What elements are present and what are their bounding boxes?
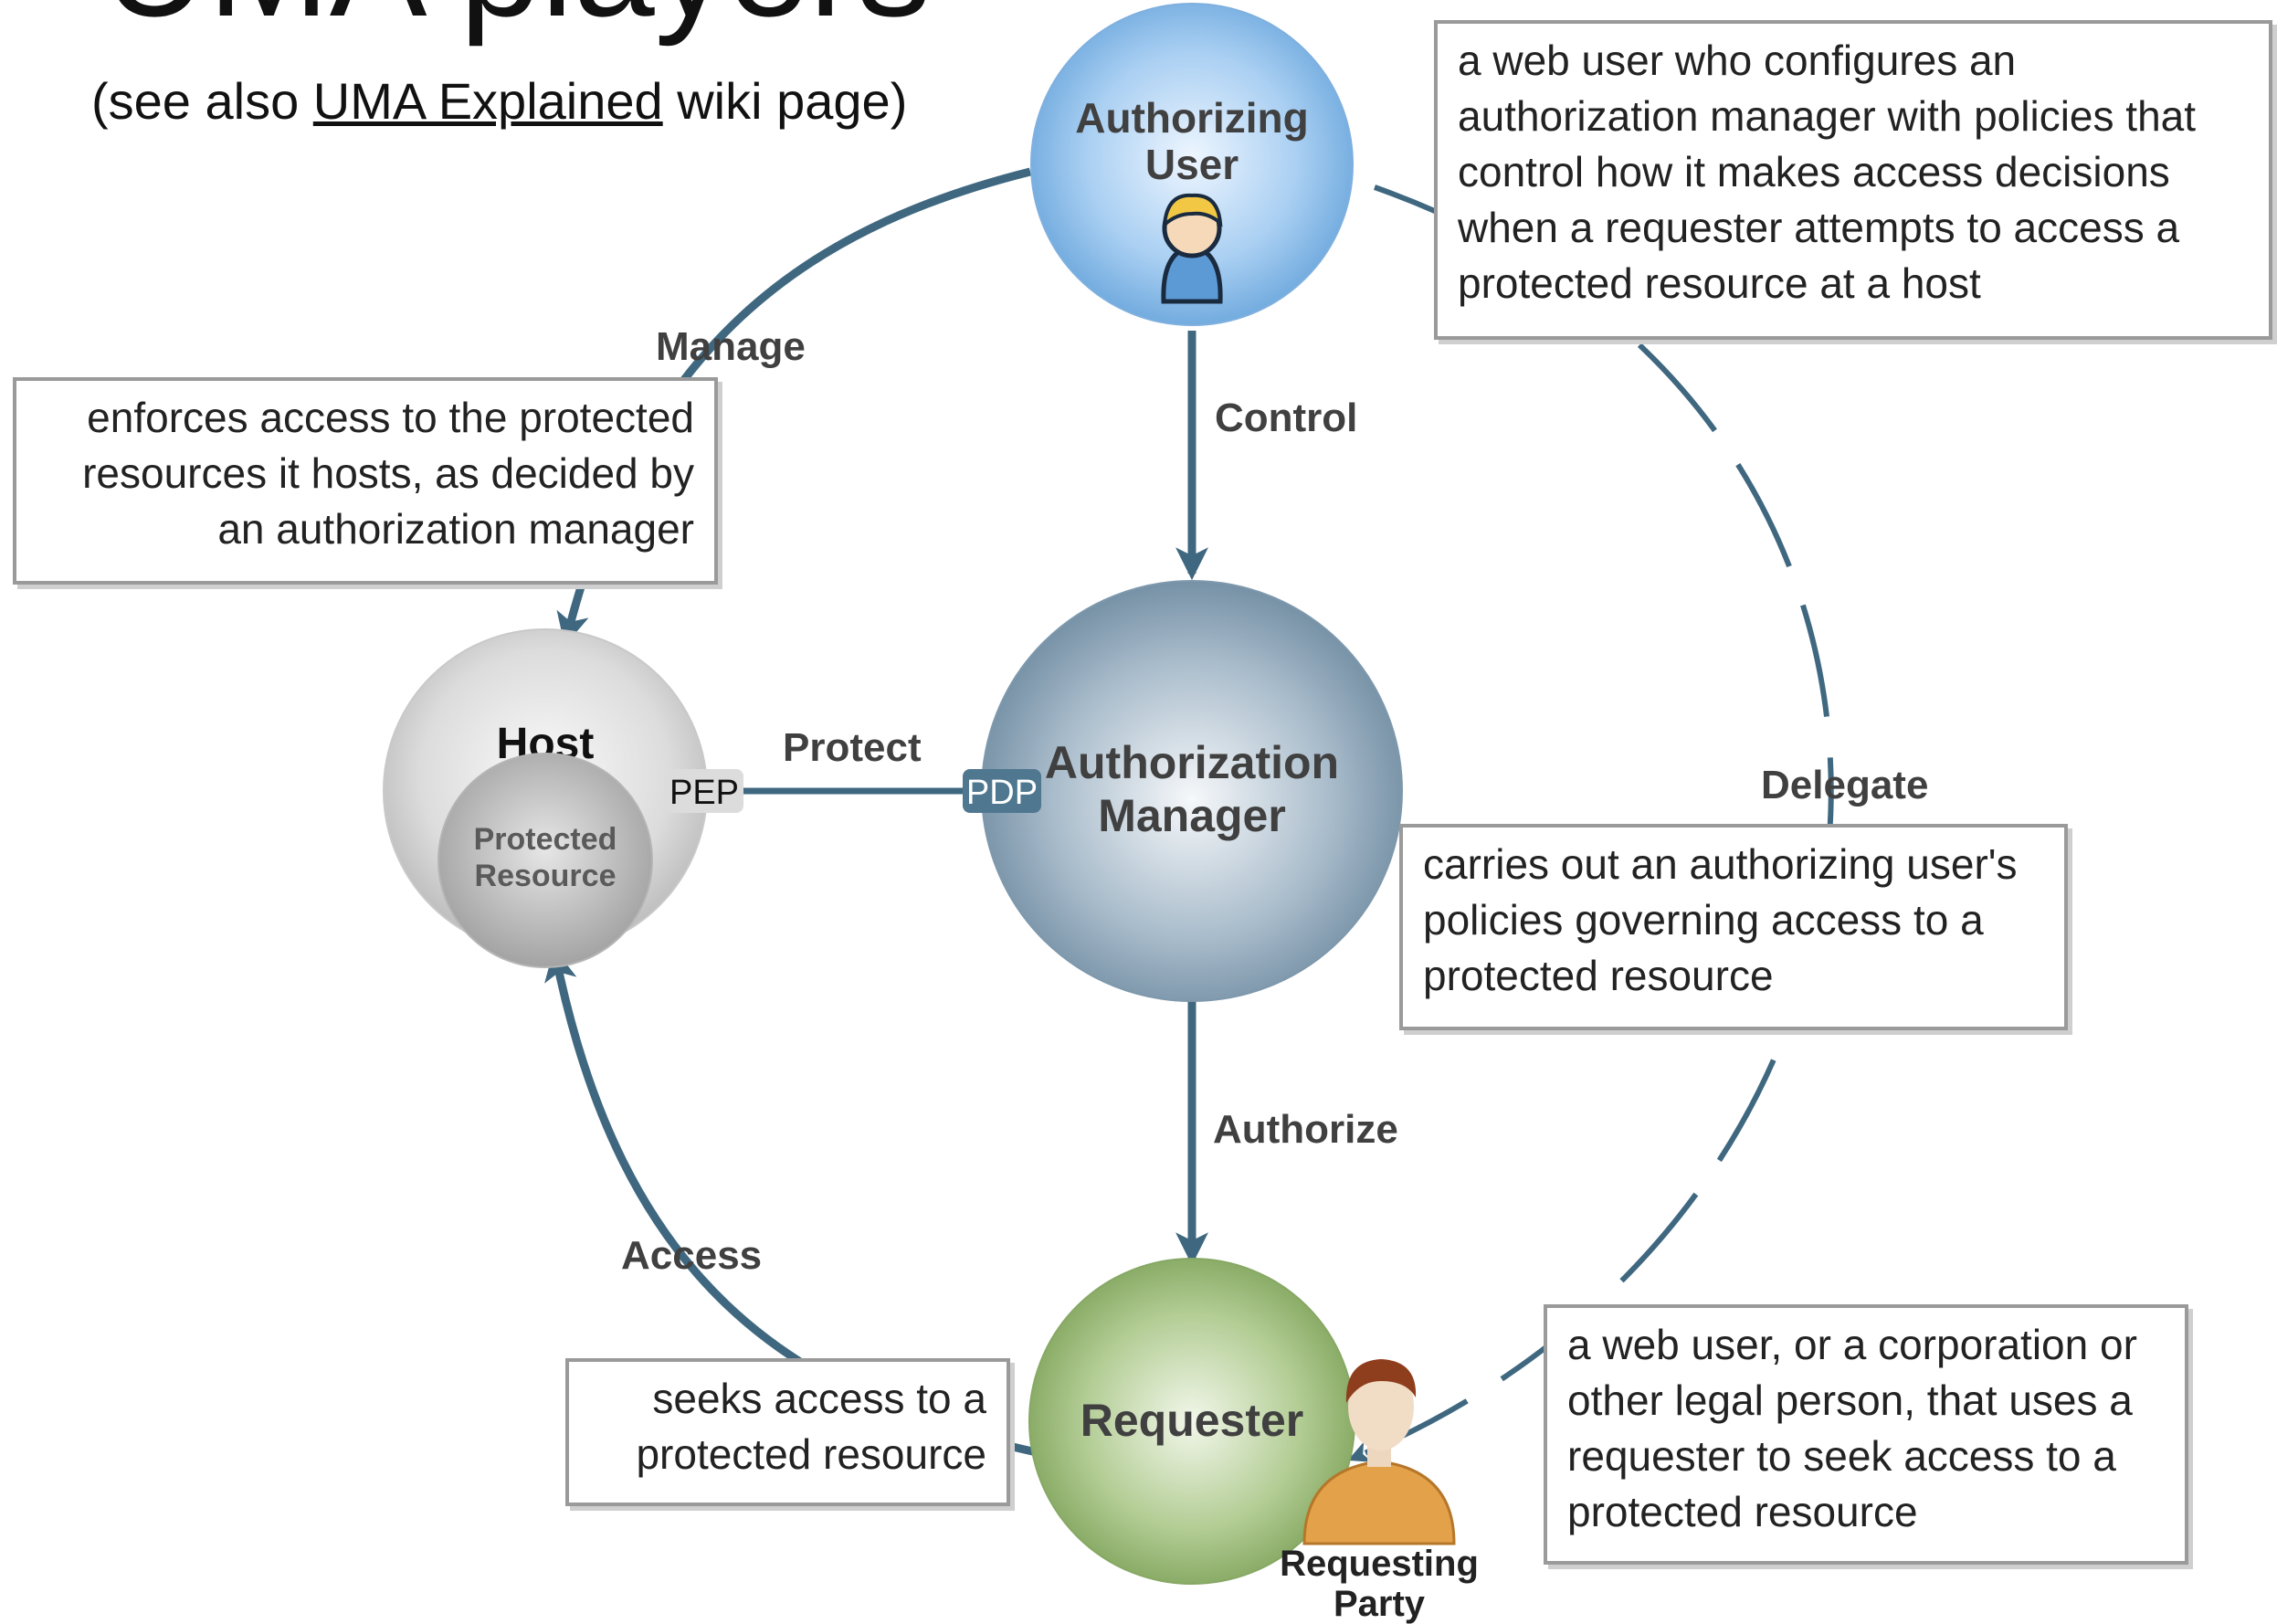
uma-explained-link[interactable]: UMA Explained	[312, 72, 663, 130]
access-label: Access	[621, 1233, 762, 1278]
delegate-label: Delegate	[1761, 763, 1928, 807]
protected-resource-node	[437, 753, 653, 968]
authorizing-user-label-1: Authorizing	[1075, 94, 1309, 142]
pdp-label: PDP	[966, 774, 1038, 812]
authorizing-user-node	[1030, 3, 1354, 326]
authorizing-user-description: a web user who configures an authorizati…	[1434, 20, 2272, 340]
pdp-badge	[963, 769, 1041, 813]
slide-title: UMA players	[102, 0, 931, 38]
requester-description: seeks access to a protected resource	[565, 1358, 1010, 1506]
manage-label: Manage	[656, 324, 806, 369]
pep-label: PEP	[669, 774, 739, 812]
requesting-party-description: a web user, or a corporation or other le…	[1544, 1304, 2188, 1565]
requester-label: Requester	[1081, 1395, 1304, 1446]
authorization-manager-label-1: Authorization	[1045, 737, 1339, 788]
authorization-manager-label-2: Manager	[1098, 790, 1286, 841]
person-icon	[1161, 193, 1223, 304]
host-description: enforces access to the protected resourc…	[13, 377, 718, 585]
requesting-party-icon	[1302, 1359, 1456, 1545]
authorize-label: Authorize	[1213, 1107, 1398, 1152]
authorizing-user-label-2: User	[1145, 141, 1239, 188]
pep-badge	[665, 769, 743, 813]
slide-subtitle: (see also UMA Explained wiki page)	[91, 71, 907, 131]
protected-resource-label-2: Resource	[475, 859, 617, 893]
requesting-party-label-2: Party	[1333, 1584, 1426, 1624]
subtitle-prefix: (see also	[91, 72, 313, 130]
control-label: Control	[1215, 395, 1357, 440]
requesting-party-label-1: Requesting	[1280, 1544, 1479, 1584]
protect-label: Protect	[783, 725, 922, 770]
delegate-arrow	[1347, 185, 1834, 1462]
subtitle-suffix: wiki page)	[662, 72, 908, 130]
authorization-manager-description: carries out an authorizing user's polici…	[1399, 824, 2068, 1030]
protected-resource-label-1: Protected	[474, 822, 617, 857]
